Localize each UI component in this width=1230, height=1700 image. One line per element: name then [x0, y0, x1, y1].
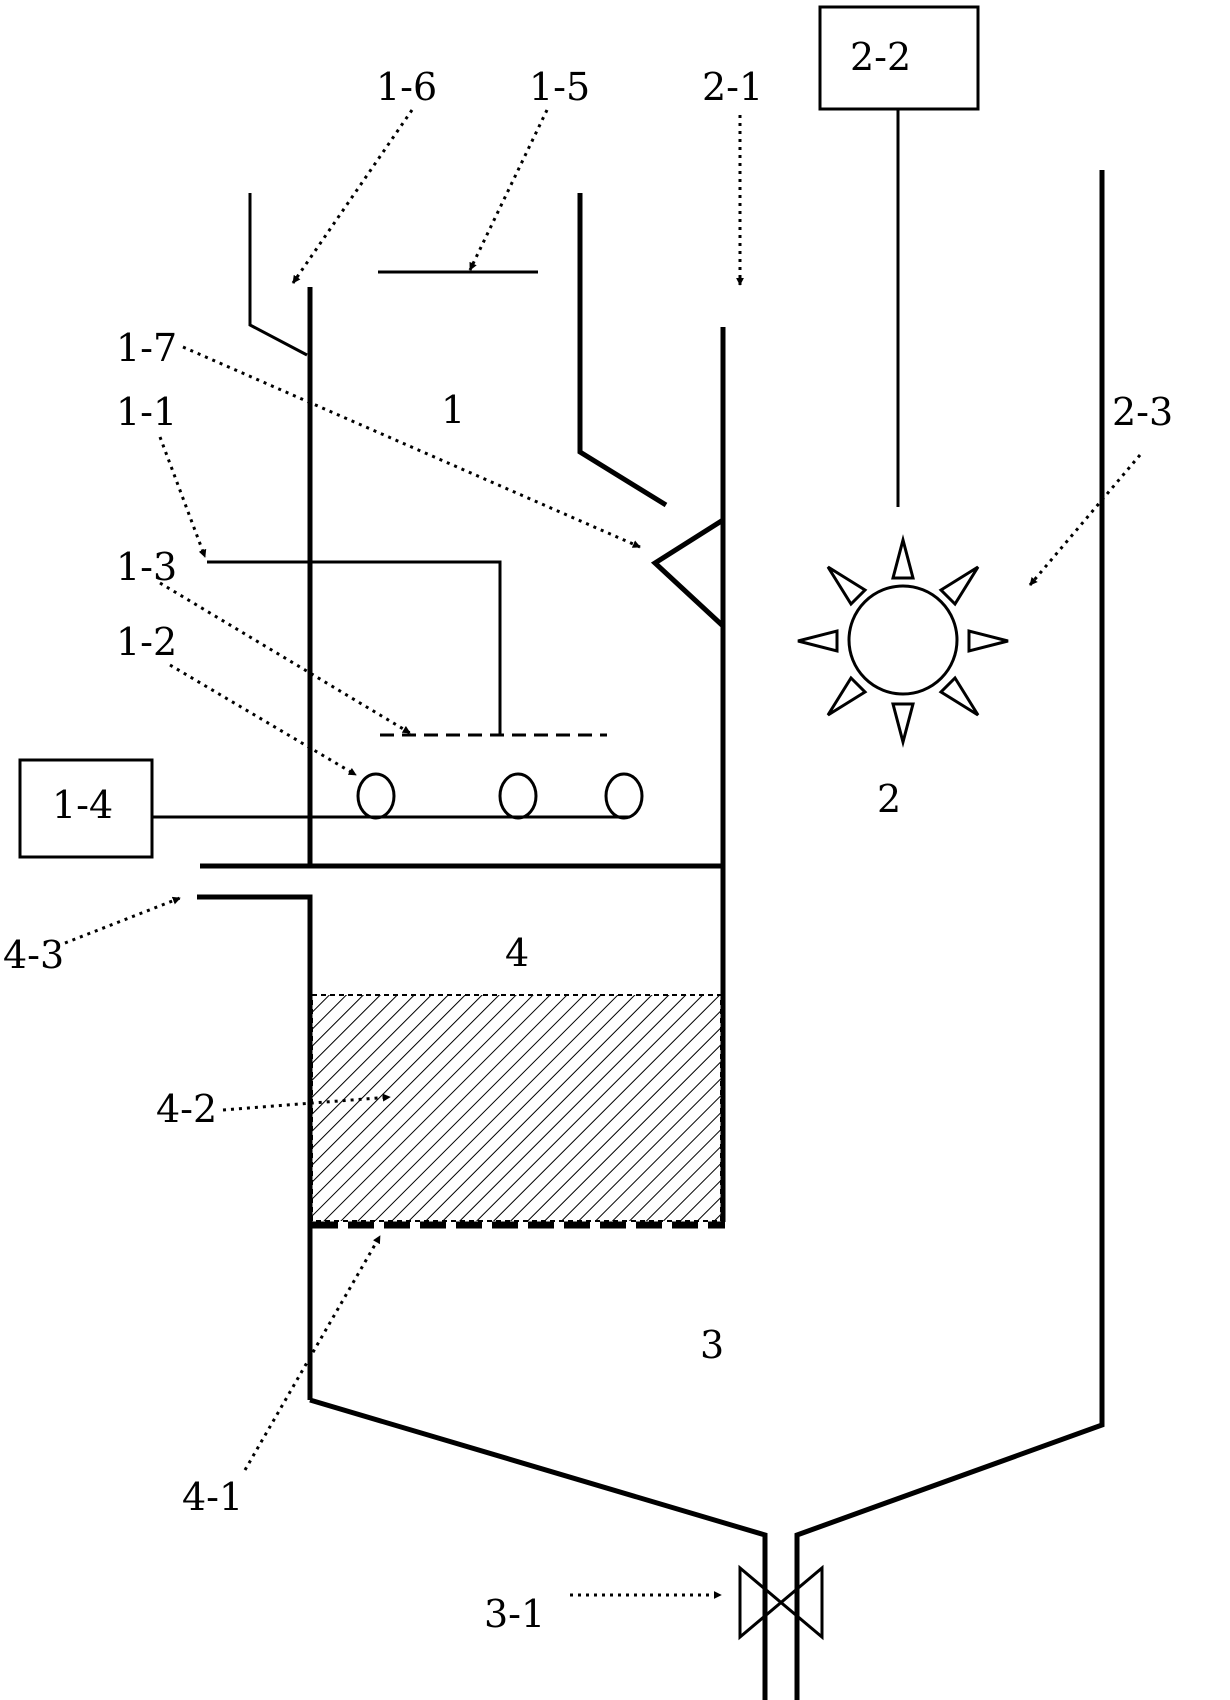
label-1-4: 1-4 [52, 783, 113, 827]
leader-4-3 [64, 896, 181, 945]
label-4-2: 4-2 [156, 1087, 217, 1131]
leader-2-3 [1028, 454, 1142, 586]
leader-1-1 [158, 436, 207, 558]
label-1-2: 1-2 [116, 620, 177, 664]
leader-1-3 [159, 581, 411, 735]
label-1-6: 1-6 [376, 65, 437, 109]
aerator-tube [604, 772, 644, 820]
vessel-outer-wall [794, 170, 1105, 1700]
zone-label-1: 1 [441, 388, 465, 432]
label-3-1: 3-1 [484, 1592, 545, 1636]
zone-label-4: 4 [505, 931, 529, 975]
vessel-bottom-left [309, 1397, 768, 1700]
label-1-7: 1-7 [116, 326, 177, 370]
drain-valve [738, 1564, 824, 1641]
leader-4-1 [243, 1235, 382, 1471]
aerator-tube [498, 772, 538, 820]
lamp-rays [797, 534, 1009, 748]
label-2-3: 2-3 [1112, 390, 1173, 434]
blower-box [18, 758, 154, 859]
zone-label-3: 3 [700, 1323, 724, 1367]
label-1-5: 1-5 [529, 65, 590, 109]
zone-label-2: 2 [877, 777, 901, 821]
nozzle-1-7 [650, 517, 725, 628]
outlet-pipe-4-3 [197, 894, 313, 1400]
filter-media [311, 994, 722, 1222]
label-4-1: 4-1 [182, 1475, 243, 1519]
label-1-3: 1-3 [116, 545, 177, 589]
aerator-tube [356, 772, 396, 820]
label-2-2: 2-2 [850, 35, 911, 79]
uv-lamp [847, 584, 959, 696]
label-1-1: 1-1 [116, 390, 177, 434]
gas-pipe-1-1 [207, 560, 502, 735]
leader-1-7 [182, 345, 641, 549]
leader-1-6 [291, 109, 414, 284]
chamber-1-left-funnel [248, 193, 308, 357]
label-2-1: 2-1 [702, 65, 763, 109]
leader-1-2 [169, 663, 357, 777]
chamber-1-right-funnel [577, 193, 668, 508]
leader-1-5 [468, 109, 549, 271]
label-4-3: 4-3 [3, 933, 64, 977]
